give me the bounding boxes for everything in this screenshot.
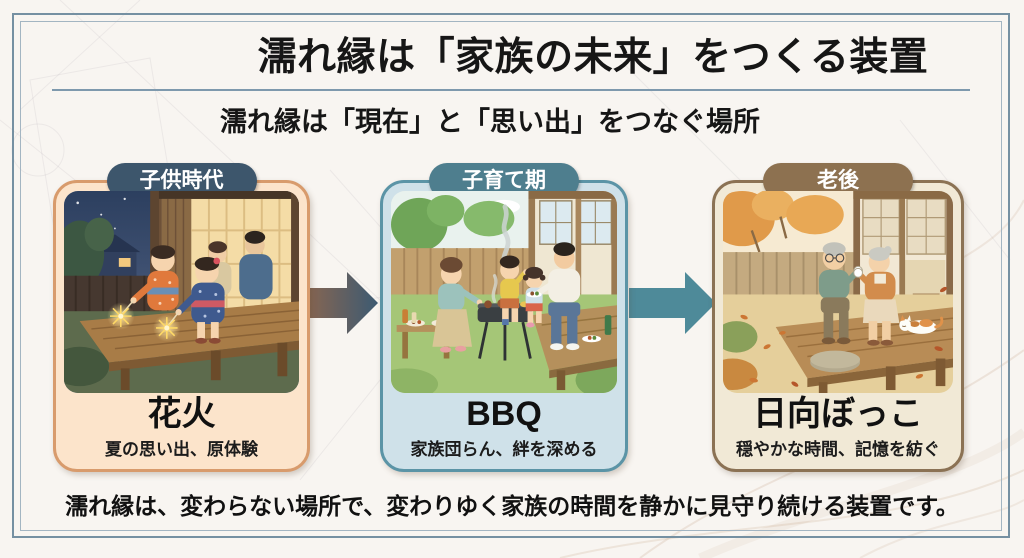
title-divider — [52, 89, 970, 91]
footer-message: 濡れ縁は、変わらない場所で、変わりゆく家族の時間を静かに見守り続ける装置です。 — [65, 493, 959, 519]
card-childhood-title: 花火 — [147, 395, 216, 433]
card-old-age-title: 日向ぼっこ — [753, 395, 923, 433]
badge-child-rearing-label: 子育て期 — [462, 169, 546, 192]
card-child-rearing-title: BBQ — [466, 395, 542, 433]
card-child-rearing: 子育て期 — [380, 163, 628, 472]
card-old-age: 老後 — [712, 163, 964, 472]
card-childhood-subtitle: 夏の思い出、原体験 — [105, 440, 258, 459]
fallen-leaves — [740, 286, 947, 387]
old-age-illustration — [723, 191, 953, 393]
page-title: 濡れ縁は「家族の未来」をつくる装置 — [257, 36, 929, 79]
child-rearing-illustration — [391, 191, 617, 393]
wooden-deck — [79, 301, 299, 391]
elderly-woman-figure — [853, 246, 900, 346]
badge-old-age-label: 老後 — [817, 169, 859, 192]
bbq-garden-scene — [391, 191, 617, 393]
sparkler-bursts — [107, 302, 181, 342]
children-figures — [122, 245, 225, 344]
cat-figure — [899, 315, 944, 334]
badge-childhood-label: 子供時代 — [139, 169, 224, 192]
children-figures — [499, 255, 546, 328]
mother-figure — [432, 257, 483, 353]
night-sparkler-scene — [64, 191, 299, 393]
stars — [70, 197, 126, 232]
card-old-age-subtitle: 穏やかな時間、記憶を紡ぐ — [736, 440, 940, 459]
card-child-rearing-subtitle: 家族団らん、絆を深める — [410, 440, 598, 459]
father-figure — [526, 242, 581, 351]
subtitle: 濡れ縁は「現在」と「思い出」をつなぐ場所 — [220, 107, 760, 137]
arrow-right-icon — [305, 272, 378, 334]
arrow-right-icon — [629, 272, 716, 334]
childhood-illustration — [64, 191, 299, 393]
autumn-veranda-scene — [723, 191, 953, 393]
card-childhood: 子供時代 — [53, 163, 310, 472]
